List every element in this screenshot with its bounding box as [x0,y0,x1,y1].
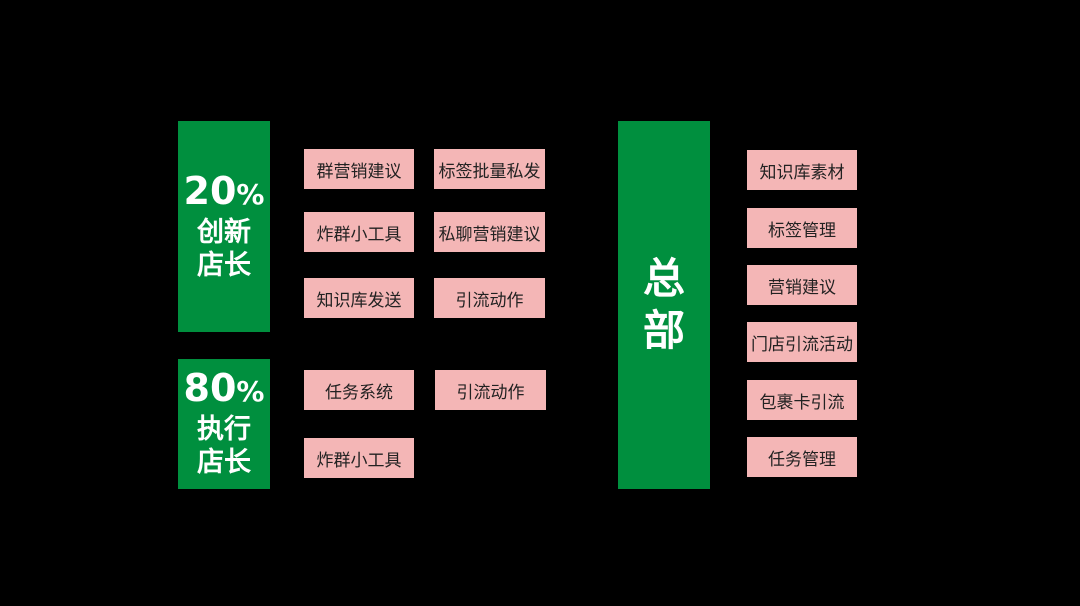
execution-item: 引流动作 [435,370,546,410]
execution-role-label: 执行店长 [197,414,251,478]
headquarters-label: 总部 [642,254,685,355]
innovative-manager-block: 20% 创新店长 [178,121,270,332]
innovative-item: 炸群小工具 [304,212,414,252]
hq-item: 营销建议 [747,265,857,305]
hq-item: 知识库素材 [747,150,857,190]
innovative-item: 引流动作 [434,278,545,318]
innovative-item: 私聊营销建议 [434,212,545,252]
innovative-percent: 20% [183,168,265,213]
hq-item: 任务管理 [747,437,857,477]
execution-manager-block: 80% 执行店长 [178,359,270,489]
innovative-item: 标签批量私发 [434,149,545,189]
headquarters-block: 总部 [618,121,710,489]
execution-percent: 80% [183,366,265,410]
execution-item: 炸群小工具 [304,438,414,478]
innovative-item: 知识库发送 [304,278,414,318]
hq-item: 门店引流活动 [747,322,857,362]
hq-item: 标签管理 [747,208,857,248]
execution-item: 任务系统 [304,370,414,410]
innovative-item: 群营销建议 [304,149,414,189]
hq-item: 包裹卡引流 [747,380,857,420]
innovative-role-label: 创新店长 [197,216,251,281]
